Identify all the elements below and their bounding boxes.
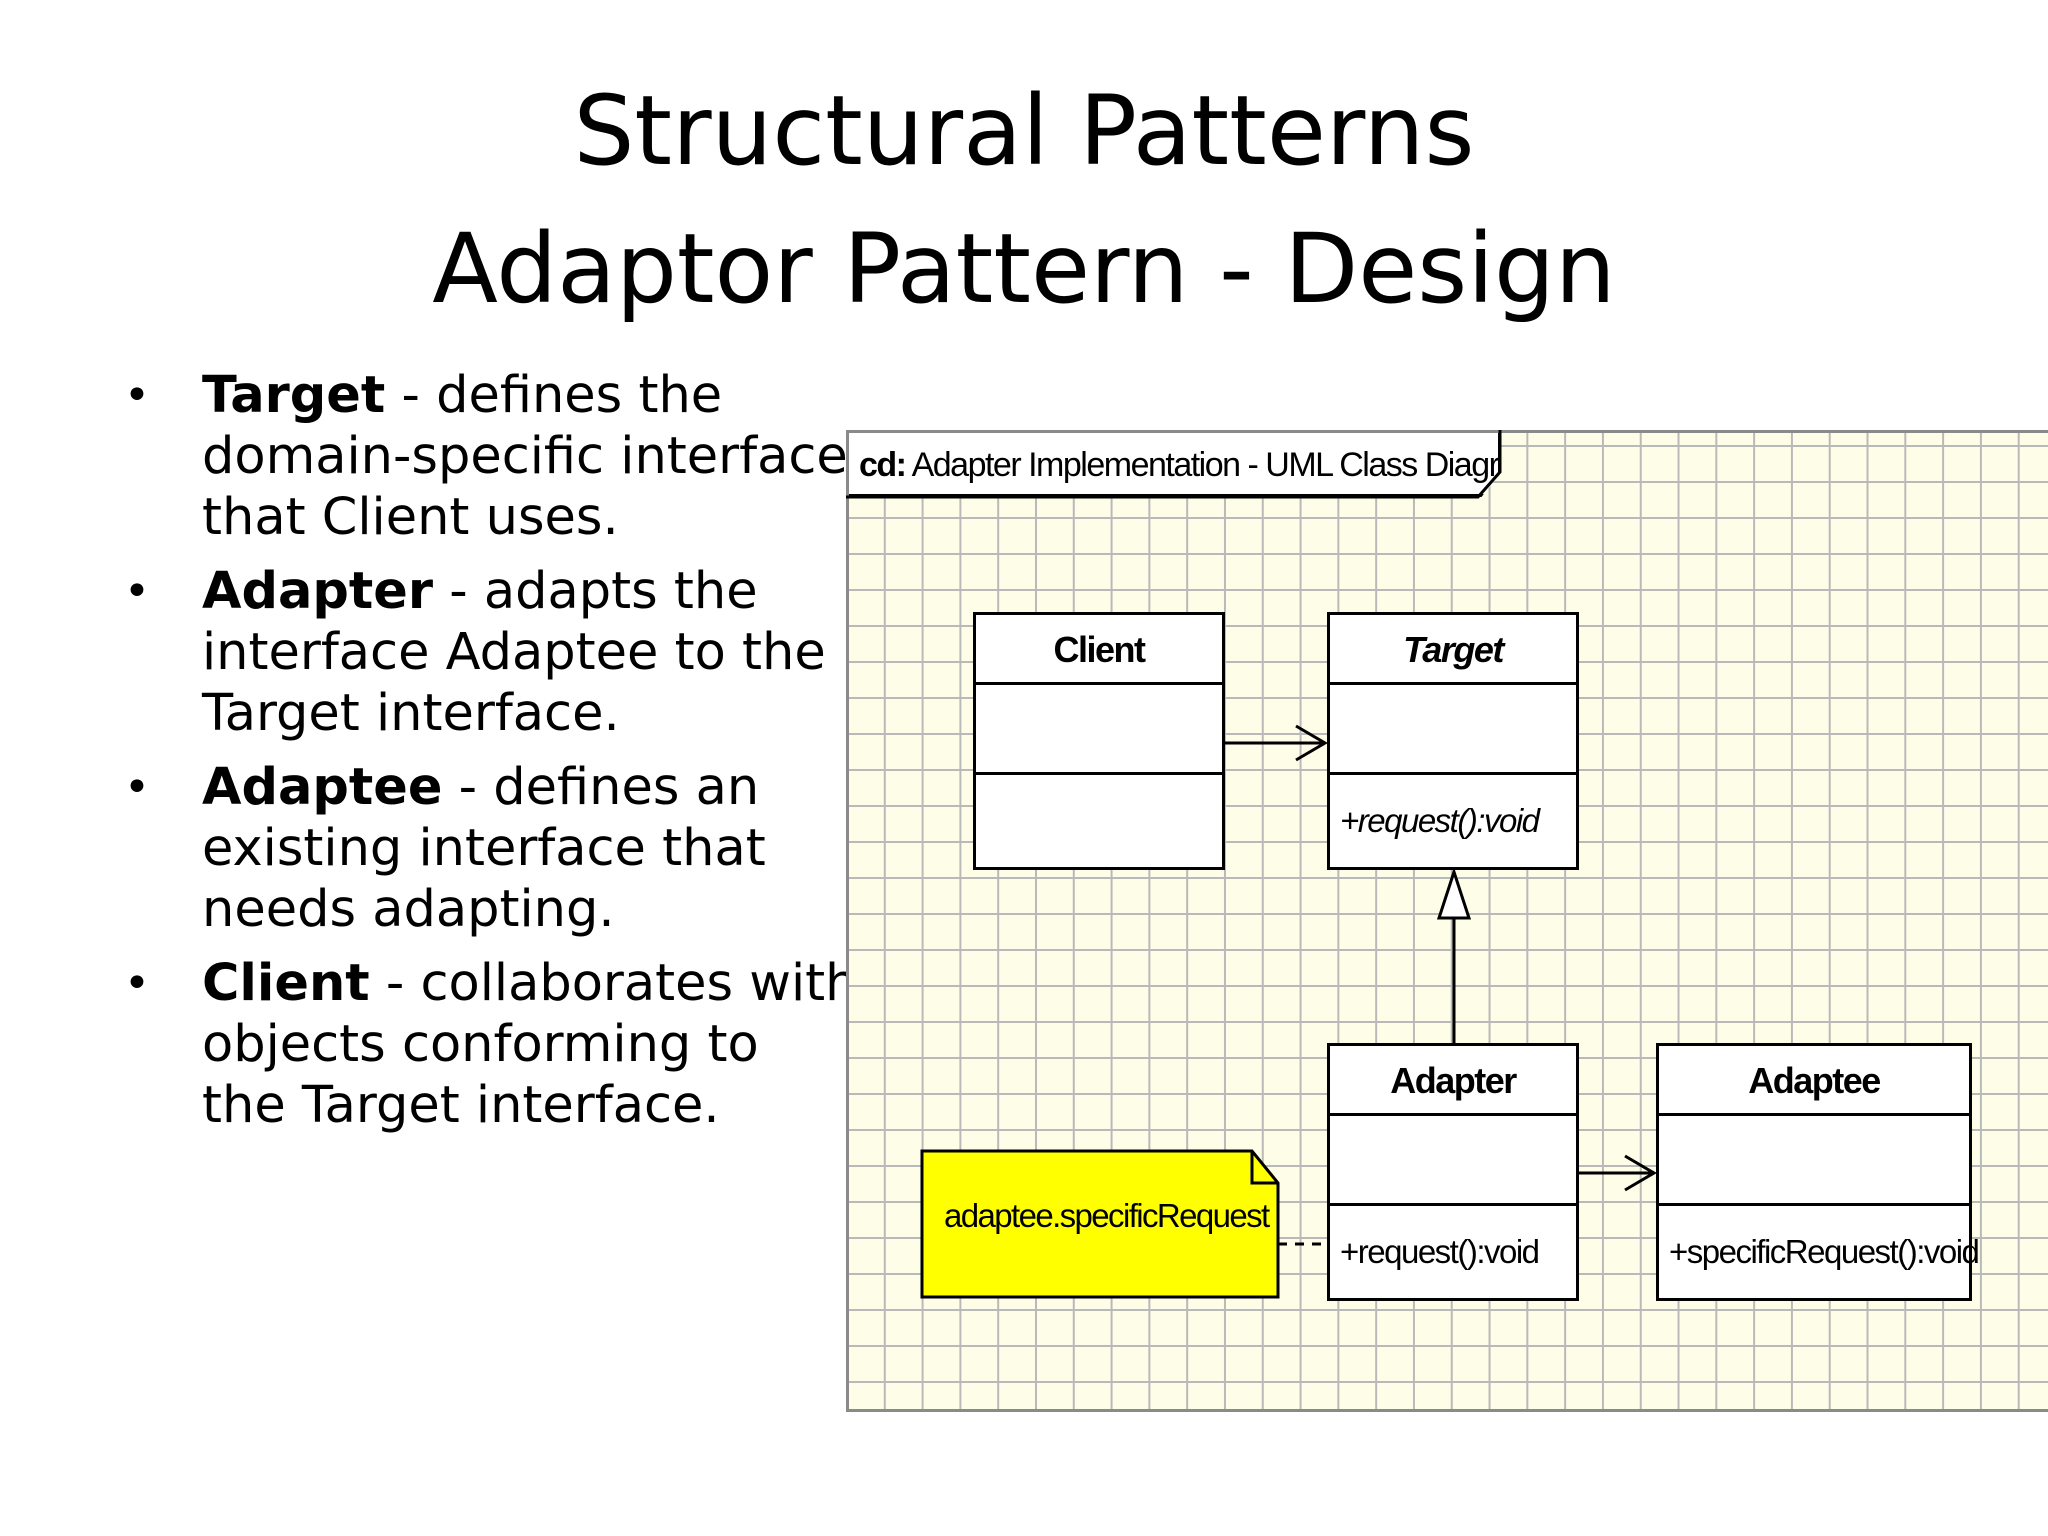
bullet-term: Adapter (202, 562, 434, 621)
bullet-text: that Client uses. (202, 488, 619, 547)
class-adapter: Adapter +request():void (1327, 1043, 1579, 1301)
bullet-dot-icon: • (124, 370, 150, 421)
bullet-text: needs adapting. (202, 880, 615, 939)
bullet-text: - adapts the (433, 562, 758, 621)
bullet-client: • Client - collaborates with objects con… (120, 953, 857, 1136)
class-attributes (1659, 1116, 1969, 1206)
bullet-list: • Target - defines the domain-specific i… (120, 365, 857, 1149)
bullet-term: Target (202, 366, 386, 425)
class-adaptee: Adaptee +specificRequest():void (1656, 1043, 1980, 1301)
bullet-adapter: • Adapter - adapts the interface Adaptee… (120, 561, 840, 744)
frame-title: Adapter Implementation - UML Class Diagr… (905, 446, 1543, 484)
class-attributes (1330, 1116, 1576, 1206)
class-name: Adapter (1330, 1046, 1576, 1116)
note-text: adaptee.specificRequest (944, 1197, 1270, 1234)
class-operations: +specificRequest():void (1669, 1233, 1980, 1270)
bullet-target: • Target - defines the domain-specific i… (120, 365, 848, 548)
class-attributes (1330, 685, 1576, 775)
class-operations: +request():void (1340, 802, 1540, 839)
bullet-text: - defines the (385, 366, 723, 425)
class-target: Target +request():void (1327, 612, 1579, 870)
frame-prefix: cd: (859, 446, 907, 484)
bullet-text: objects conforming to (202, 1015, 759, 1074)
uml-note: adaptee.specificRequest (922, 1151, 1278, 1297)
diagram-frame-label: cd: Adapter Implementation - UML Class D… (849, 433, 1501, 497)
title-line-2: Adaptor Pattern - Design (432, 213, 1616, 325)
bullet-term: Client (202, 954, 370, 1013)
bullet-text: the Target interface. (202, 1076, 720, 1135)
bullet-dot-icon: • (124, 958, 150, 1009)
bullet-text: domain-specific interface (202, 427, 848, 486)
class-name: Adaptee (1659, 1046, 1969, 1116)
class-name: Target (1330, 615, 1576, 685)
class-operations: +request():void (1340, 1233, 1540, 1270)
bullet-dot-icon: • (124, 762, 150, 813)
bullet-adaptee: • Adaptee - defines an existing interfac… (120, 757, 840, 940)
bullet-text: existing interface that (202, 819, 766, 878)
bullet-text: interface Adaptee to the (202, 623, 826, 682)
bullet-text: - collaborates with (369, 954, 858, 1013)
bullet-term: Adaptee (202, 758, 443, 817)
bullet-text: Target interface. (202, 684, 620, 743)
class-name: Client (976, 615, 1222, 685)
title-line-1: Structural Patterns (573, 75, 1475, 187)
class-client: Client (973, 612, 1225, 870)
class-attributes (976, 685, 1222, 775)
bullet-text: - defines an (442, 758, 760, 817)
bullet-dot-icon: • (124, 566, 150, 617)
slide-title: Structural Patterns Adaptor Pattern - De… (0, 62, 2048, 338)
